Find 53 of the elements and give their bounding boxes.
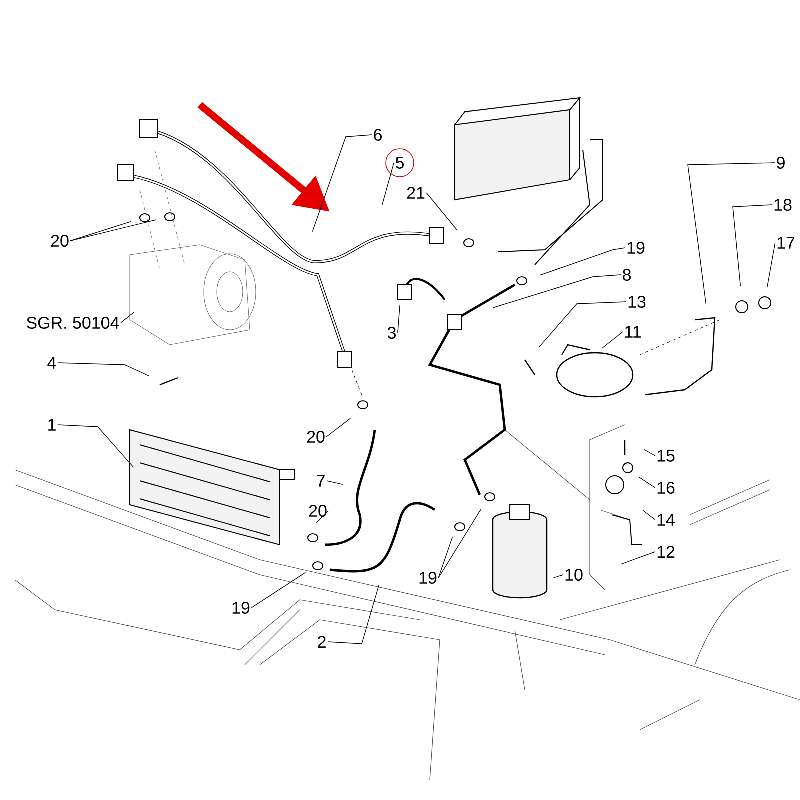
callout-number: 21 [407, 187, 425, 199]
callout-number: SGR. 50104 [27, 316, 120, 330]
callout-number: 16 [658, 482, 675, 494]
leader-line [58, 424, 134, 468]
callout-number: 10 [566, 568, 583, 582]
leader-line [398, 305, 400, 334]
callout-number: 15 [658, 450, 675, 462]
callout-number: 19 [232, 602, 250, 614]
leader-line [326, 480, 344, 486]
leader-line [602, 332, 624, 349]
leader-line [438, 536, 454, 578]
leader-line [767, 242, 776, 288]
leader-line [328, 585, 380, 644]
callout-number: 20 [307, 430, 325, 444]
leader-line [554, 574, 564, 578]
leader-line [382, 162, 394, 206]
leader-line [426, 192, 458, 231]
callout-number: 7 [317, 475, 325, 487]
callout-number: 19 [420, 572, 437, 584]
callout-number: 13 [628, 296, 646, 308]
callout-number: 6 [374, 128, 382, 142]
leader-line [251, 572, 306, 608]
callout-number: 11 [625, 326, 641, 338]
callout-number: 5 [396, 157, 404, 169]
callout-number: 3 [388, 326, 396, 340]
callout-number: 17 [778, 237, 795, 249]
leader-line [312, 134, 372, 232]
callout-number: 9 [777, 156, 785, 170]
callout-number: 18 [774, 198, 792, 212]
leader-line [732, 204, 773, 286]
leader-line [538, 302, 627, 348]
callout-number: 8 [623, 268, 631, 282]
leader-line [493, 274, 622, 308]
leader-line [540, 248, 626, 276]
leader-line [326, 418, 351, 438]
callout-number: 20 [51, 234, 69, 248]
leader-line [621, 552, 656, 565]
leader-line [644, 450, 656, 456]
callout-number: 20 [309, 504, 327, 518]
leader-line [642, 510, 656, 520]
leader-line [58, 362, 150, 377]
callout-number: 14 [658, 514, 675, 526]
callout-number: 1 [48, 419, 56, 431]
leader-line [120, 312, 135, 324]
callout-number: 4 [48, 357, 56, 369]
leader-line [70, 220, 157, 242]
leader-line [688, 162, 776, 304]
callout-number: 12 [658, 546, 675, 558]
leader-line [438, 508, 482, 578]
leader-line [638, 476, 656, 488]
callout-number: 19 [628, 242, 645, 254]
leader-line [316, 510, 330, 524]
callout-number: 2 [318, 636, 326, 648]
